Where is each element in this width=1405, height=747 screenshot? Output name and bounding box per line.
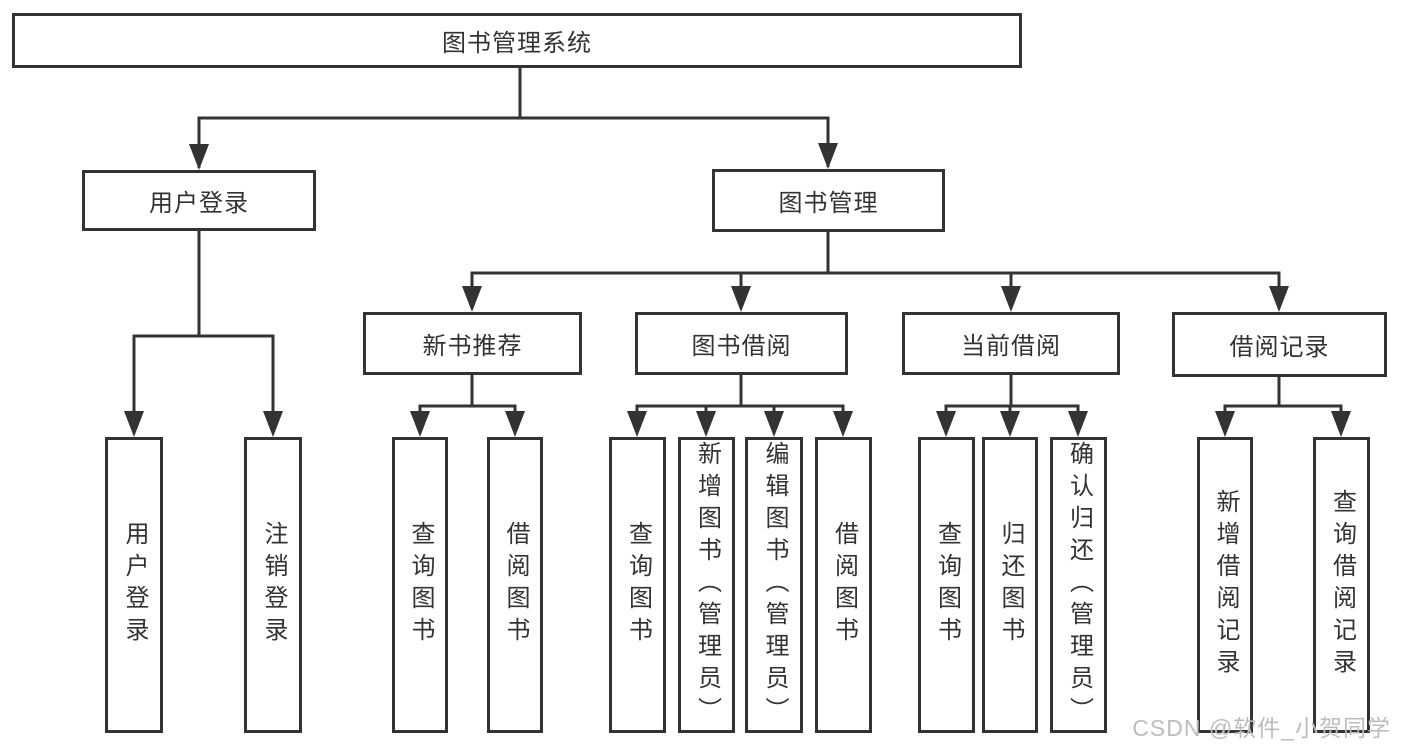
node-user-login: 用户登录	[82, 170, 316, 231]
leaf-query-books-borrow: 查询图书	[609, 437, 666, 733]
leaf-label: 查询借阅记录	[1328, 489, 1356, 681]
watermark: CSDN @软件_小贺同学	[1132, 715, 1391, 741]
leaf-label: 编辑图书（管理员）	[761, 441, 788, 729]
node-borrow-records: 借阅记录	[1172, 312, 1387, 377]
leaf-label: 归还图书	[997, 521, 1024, 649]
leaf-borrow-books: 借阅图书	[815, 437, 872, 733]
leaf-return-books: 归还图书	[982, 437, 1038, 733]
leaf-label: 查询图书	[933, 521, 961, 649]
leaf-user-login: 用户登录	[105, 437, 163, 733]
leaf-query-borrow-record: 查询借阅记录	[1313, 437, 1370, 733]
leaf-label: 借阅图书	[502, 521, 529, 649]
leaf-borrow-books-recommend: 借阅图书	[487, 437, 543, 733]
node-current-borrow: 当前借阅	[902, 312, 1120, 375]
leaf-edit-books-admin: 编辑图书（管理员）	[745, 437, 803, 733]
node-library-management-system: 图书管理系统	[12, 13, 1022, 68]
leaf-label: 用户登录	[121, 521, 148, 649]
leaf-label: 确认归还（管理员）	[1065, 441, 1093, 729]
leaf-add-borrow-record: 新增借阅记录	[1197, 437, 1253, 733]
node-new-book-recommend: 新书推荐	[363, 312, 582, 375]
leaf-query-books-current: 查询图书	[918, 437, 975, 733]
leaf-label: 借阅图书	[830, 521, 858, 649]
leaf-query-books-recommend: 查询图书	[392, 437, 448, 733]
leaf-add-books-admin: 新增图书（管理员）	[678, 437, 735, 733]
leaf-label: 新增借阅记录	[1212, 489, 1239, 681]
node-book-borrow: 图书借阅	[635, 312, 848, 375]
leaf-logout: 注销登录	[244, 437, 302, 733]
leaf-confirm-return-admin: 确认归还（管理员）	[1050, 437, 1107, 733]
leaf-label: 注销登录	[260, 521, 287, 649]
leaf-label: 新增图书（管理员）	[693, 441, 721, 729]
node-book-management: 图书管理	[712, 169, 945, 232]
leaf-label: 查询图书	[624, 521, 652, 649]
leaf-label: 查询图书	[407, 521, 434, 649]
